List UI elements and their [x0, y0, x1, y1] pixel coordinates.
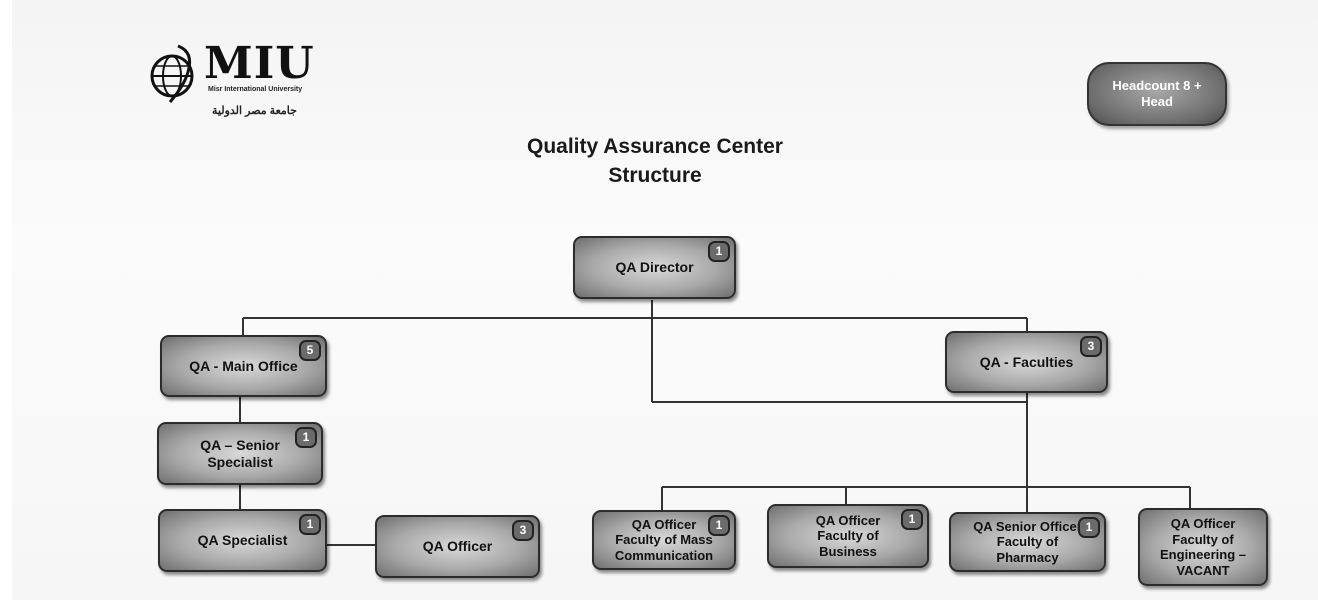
count-badge: 1: [299, 514, 321, 535]
university-logo: MIU Misr International University جامعة …: [148, 36, 328, 126]
count-badge: 3: [1080, 336, 1102, 357]
node-qa-senior-specialist: QA – Senior Specialist 1: [157, 422, 323, 485]
node-label-line2: Faculty of: [1172, 531, 1234, 547]
headcount-line2: Head: [1141, 94, 1173, 109]
node-label: QA Specialist: [197, 532, 288, 548]
headcount-badge: Headcount 8 + Head: [1087, 62, 1227, 126]
node-qa-director: QA Director 1: [573, 236, 736, 299]
node-label-line3: Communication: [614, 547, 714, 563]
title-line1: Quality Assurance Center: [527, 135, 783, 158]
node-qa-officer-engineering: QA Officer Faculty of Engineering – VACA…: [1138, 508, 1268, 586]
node-qa-officer: QA Officer 3: [375, 515, 540, 578]
node-label-line3: Pharmacy: [996, 549, 1059, 565]
node-label-line2: Specialist: [207, 453, 273, 470]
globe-quill-icon: [150, 44, 194, 103]
node-label-line1: QA Officer: [1170, 516, 1236, 531]
node-qa-main-office: QA - Main Office 5: [160, 335, 327, 397]
node-label: QA Officer: [422, 538, 493, 554]
count-badge: 3: [512, 520, 534, 541]
node-label-line1: QA Officer: [815, 512, 881, 528]
node-label-line1: QA – Senior: [200, 436, 280, 453]
logo-brand: MIU: [204, 38, 315, 89]
node-qa-faculties: QA - Faculties 3: [945, 331, 1108, 393]
logo-arabic-name: جامعة مصر الدولية: [212, 105, 297, 117]
logo-subtitle: Misr International University: [208, 86, 303, 93]
node-qa-officer-mass-communication: QA Officer Faculty of Mass Communication…: [592, 510, 736, 570]
title-line2: Structure: [608, 164, 702, 187]
node-qa-officer-business: QA Officer Faculty of Business 1: [767, 504, 929, 568]
node-label-line3: Business: [819, 543, 877, 559]
node-qa-senior-officer-pharmacy: QA Senior Officer Faculty of Pharmacy 1: [949, 512, 1106, 572]
count-badge: 5: [299, 340, 321, 361]
node-label-line4: VACANT: [1176, 562, 1230, 578]
node-qa-specialist: QA Specialist 1: [158, 509, 327, 572]
node-label: QA Director: [615, 259, 694, 275]
count-badge: 1: [901, 509, 923, 530]
count-badge: 1: [295, 427, 317, 448]
node-label: QA - Main Office: [189, 357, 298, 374]
node-label-line3: Engineering –: [1160, 547, 1246, 562]
node-label: QA - Faculties: [979, 353, 1074, 370]
node-label-line2: Faculty of: [996, 534, 1059, 550]
node-label-line2: Faculty of Mass: [615, 532, 713, 548]
node-label-line1: QA Senior Officer: [973, 518, 1082, 534]
page-title: Quality Assurance Center Structure: [470, 132, 840, 190]
page-margin: [0, 0, 12, 600]
count-badge: 1: [1078, 517, 1100, 538]
headcount-line1: Headcount 8 +: [1112, 78, 1202, 93]
node-label-line1: QA Officer: [631, 516, 697, 532]
count-badge: 1: [708, 515, 730, 536]
count-badge: 1: [708, 241, 730, 262]
node-label-line2: Faculty of: [817, 528, 879, 544]
